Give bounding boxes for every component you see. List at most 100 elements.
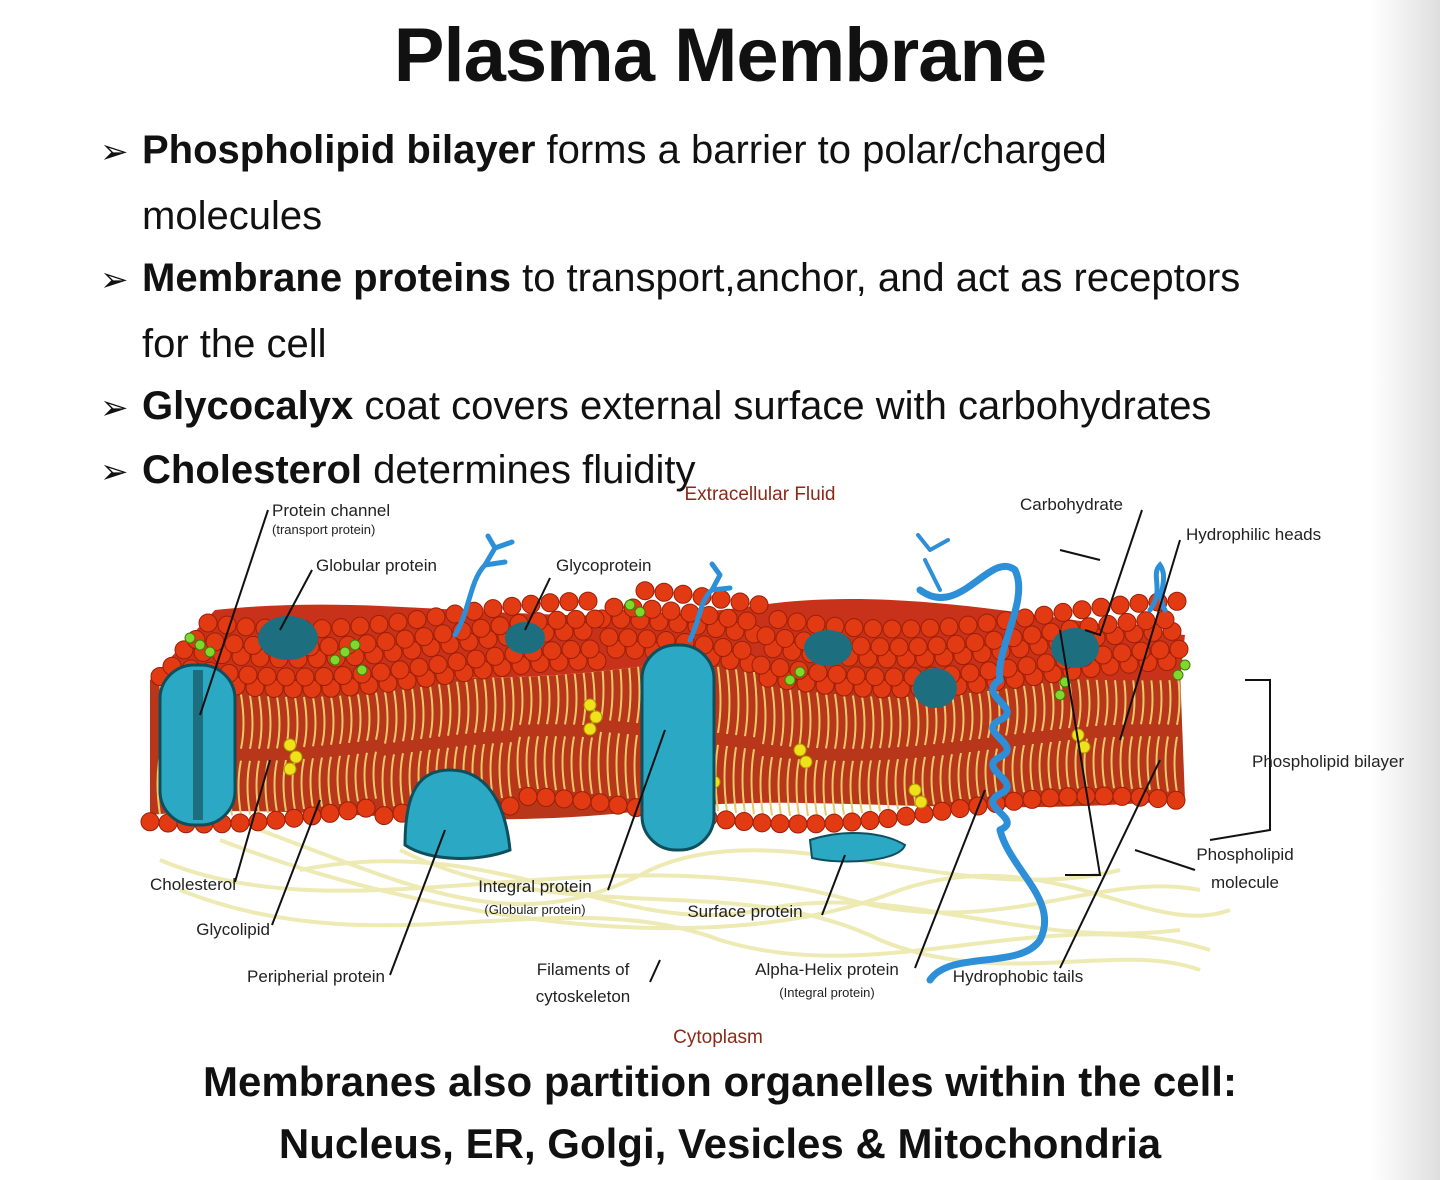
slide-edge-shade bbox=[1370, 0, 1440, 1180]
lipid-tail bbox=[1137, 736, 1142, 790]
phospholipid-head bbox=[257, 666, 277, 686]
lipid-tail bbox=[732, 746, 737, 813]
phospholipid-head bbox=[585, 609, 605, 629]
phospholipid-head bbox=[1117, 612, 1137, 632]
cytoskeleton-filament bbox=[399, 848, 1201, 972]
phospholipid-head bbox=[946, 634, 966, 654]
lipid-tail bbox=[624, 733, 629, 799]
cytoskeleton-filament bbox=[219, 838, 1231, 931]
phospholipid-head bbox=[428, 655, 448, 675]
phospholipid-head bbox=[388, 612, 408, 632]
phospholipid-head bbox=[1129, 593, 1149, 613]
lipid-tail bbox=[237, 760, 242, 816]
lipid-tail bbox=[300, 758, 305, 810]
integral-globular-label: (Globular protein) bbox=[484, 902, 585, 917]
phospholipid-head bbox=[230, 813, 250, 833]
lipid-tail bbox=[327, 756, 332, 806]
phospholipid-head bbox=[932, 801, 952, 821]
lipid-tail bbox=[579, 736, 584, 793]
lipid-tail bbox=[348, 694, 353, 744]
arrow-bullet-icon: ➢ bbox=[100, 261, 129, 299]
lipid-tail bbox=[357, 694, 362, 743]
phospholipid-head bbox=[768, 610, 788, 630]
phospholipid-head bbox=[466, 649, 486, 669]
lipid-tail bbox=[1029, 743, 1034, 792]
bullet-membrane-proteins: ➢Membrane proteins to transport,anchor, … bbox=[100, 246, 1380, 376]
glycoprotein-base bbox=[505, 622, 545, 654]
lipid-tail bbox=[843, 694, 848, 749]
lipid-tail bbox=[420, 686, 425, 740]
globular-protein-top bbox=[804, 630, 852, 666]
phospholipid-head bbox=[578, 591, 598, 611]
lipid-tail bbox=[354, 753, 359, 802]
phospholipid-head bbox=[140, 812, 160, 832]
alpha-helix-protein bbox=[916, 533, 1049, 984]
lipid-tail bbox=[840, 760, 845, 815]
lipid-tail bbox=[915, 696, 920, 747]
phospholipid-head bbox=[390, 660, 410, 680]
lipid-tail bbox=[372, 751, 377, 799]
lipid-tail bbox=[564, 669, 569, 725]
lipid-tail bbox=[273, 760, 278, 813]
peripheral-protein-label: Peripherial protein bbox=[247, 967, 385, 986]
phospholipid-head bbox=[572, 791, 592, 811]
phospholipid-head bbox=[566, 609, 586, 629]
phospholipid-head bbox=[673, 584, 693, 604]
lipid-tail bbox=[771, 686, 776, 746]
phospholipid-head bbox=[827, 664, 847, 684]
phospholipid-head bbox=[1167, 591, 1187, 611]
phospholipid-head bbox=[637, 629, 657, 649]
lipid-tail bbox=[516, 736, 521, 789]
bullet-continuation: molecules bbox=[142, 194, 323, 238]
phospholipid-head bbox=[749, 595, 769, 615]
lipid-tail bbox=[1041, 683, 1046, 732]
lipid-tail bbox=[390, 754, 395, 807]
lipid-tail bbox=[411, 688, 416, 741]
lipid-tail bbox=[519, 673, 524, 726]
phospholipid-head bbox=[536, 787, 556, 807]
lipid-tail bbox=[525, 736, 530, 789]
integral-protein bbox=[640, 643, 716, 852]
phospholipid-head bbox=[908, 637, 928, 657]
lipid-tail bbox=[948, 753, 953, 802]
lipid-tail bbox=[582, 669, 587, 726]
lipid-tail bbox=[726, 667, 731, 735]
lipid-tail bbox=[309, 758, 314, 808]
phospholipid-head bbox=[1040, 788, 1060, 808]
lipid-tail bbox=[276, 696, 281, 749]
phospholipid-head bbox=[770, 814, 790, 834]
lipid-tail bbox=[402, 689, 407, 742]
phospholipid-head bbox=[236, 617, 256, 637]
lipid-tail bbox=[984, 749, 989, 797]
lipid-tail bbox=[813, 759, 818, 816]
lipid-tail bbox=[1173, 736, 1178, 793]
cytoskeleton-filament bbox=[179, 888, 1211, 958]
surface-protein bbox=[808, 832, 907, 863]
phospholipid-head bbox=[878, 809, 898, 829]
lipid-tail bbox=[1146, 736, 1151, 791]
glycolipid-label: Glycolipid bbox=[196, 920, 270, 939]
phospholipid-head bbox=[409, 657, 429, 677]
lipid-tail bbox=[534, 736, 539, 790]
lipid-tail bbox=[1077, 678, 1082, 728]
phospholipid-head bbox=[882, 619, 902, 639]
lipid-tail bbox=[291, 759, 296, 811]
lipid-tail bbox=[1086, 676, 1091, 727]
phospholipid-head bbox=[356, 798, 376, 818]
lipid-tail bbox=[501, 675, 506, 731]
lipid-tail bbox=[879, 696, 884, 749]
phospholipid-head bbox=[927, 636, 947, 656]
phospholipid-head bbox=[284, 808, 304, 828]
lipid-tail bbox=[861, 695, 866, 749]
lipid-tail bbox=[852, 695, 857, 749]
lipid-tail bbox=[246, 760, 251, 815]
lipid-tail bbox=[1011, 746, 1016, 794]
phospholipid-head bbox=[863, 619, 883, 639]
phospholipid-head bbox=[433, 624, 453, 644]
phospholipid-head bbox=[661, 601, 681, 621]
lipid-tail bbox=[789, 688, 794, 747]
phospholipid-head bbox=[483, 599, 503, 619]
phospholipid-head bbox=[824, 813, 844, 833]
lipid-tail bbox=[561, 736, 566, 792]
arrow-bullet-icon: ➢ bbox=[100, 389, 129, 427]
